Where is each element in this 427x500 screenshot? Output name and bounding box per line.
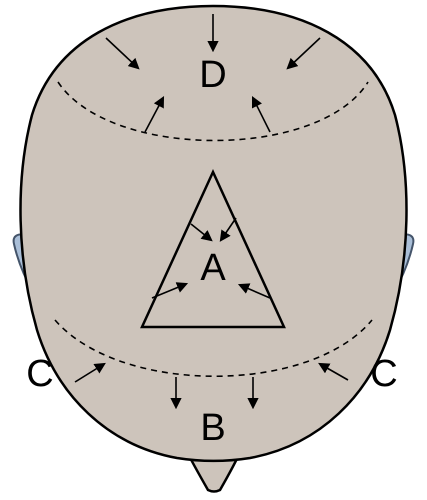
arrow-a-lower-left <box>151 282 189 299</box>
arrow-a-upper-left <box>190 223 213 242</box>
arrow-top-right <box>286 37 321 70</box>
label-c-left: C <box>26 353 53 395</box>
label-c-right: C <box>370 353 397 395</box>
arrow-c-right <box>318 362 349 381</box>
arrow-a-lower-right <box>237 283 271 299</box>
label-a: A <box>200 247 226 289</box>
arrow-up-right <box>251 95 271 133</box>
arrow-up-left <box>144 96 165 133</box>
arrow-a-upper-right <box>219 217 237 242</box>
arrow-c-left <box>74 362 106 383</box>
center-triangle <box>140 168 286 329</box>
label-b: B <box>200 407 225 449</box>
arrow-top-left <box>105 37 140 70</box>
label-d: D <box>199 54 226 96</box>
head-outline <box>19 4 408 463</box>
